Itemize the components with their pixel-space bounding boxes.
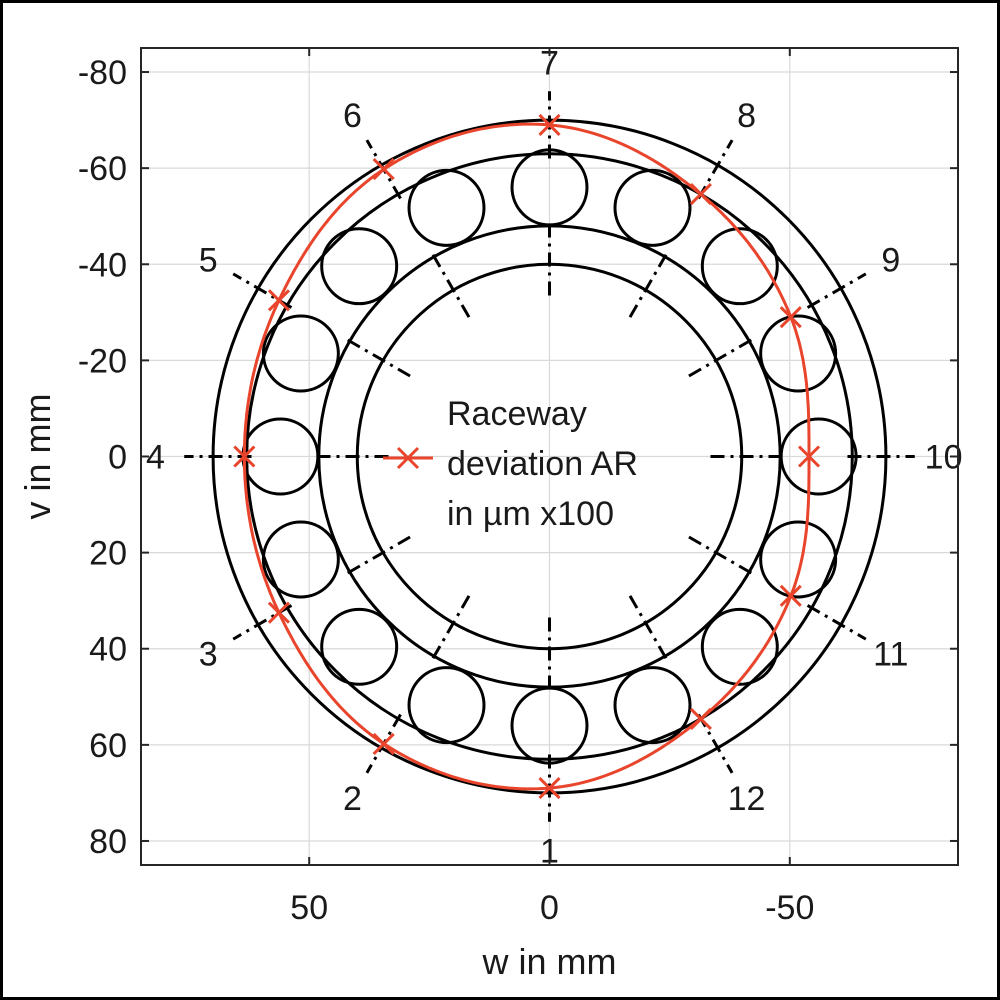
marker-stroke: [372, 732, 395, 755]
position-line: [628, 595, 669, 662]
position-label-2: 2: [343, 780, 362, 818]
roller: [700, 227, 779, 306]
y-tick-label: -60: [78, 150, 127, 188]
x-axis-label: w in mm: [482, 941, 617, 982]
roller: [261, 314, 340, 393]
x-tick-label: 50: [290, 889, 328, 927]
data-point-6: [372, 158, 395, 181]
marker-stroke: [538, 777, 561, 800]
position-label-9: 9: [881, 241, 900, 279]
y-tick-label: -80: [78, 54, 127, 92]
y-tick-label: 80: [89, 823, 127, 861]
y-tick-label: 0: [108, 439, 127, 477]
position-label-4: 4: [146, 439, 165, 477]
roller: [320, 227, 399, 306]
roller: [320, 607, 399, 686]
marker-stroke: [779, 306, 802, 329]
data-point-12: [689, 707, 712, 730]
roller: [407, 666, 486, 745]
roller: [407, 168, 486, 247]
x-tick-label: -50: [765, 889, 814, 927]
data-point-9: [779, 306, 802, 329]
marker-stroke: [689, 183, 712, 206]
y-tick-label: 60: [89, 727, 127, 765]
position-line: [688, 535, 755, 576]
legend-marker: [396, 446, 420, 470]
position-line: [430, 595, 471, 662]
position-label-12: 12: [728, 780, 766, 818]
y-tick-label: 20: [89, 535, 127, 573]
position-line: [806, 272, 867, 309]
y-tick-label: -40: [78, 246, 127, 284]
data-point-3: [267, 601, 290, 624]
roller: [613, 666, 692, 745]
data-point-8: [689, 183, 712, 206]
marker-stroke: [797, 445, 821, 468]
legend: Raceway deviation AR in µm x100: [383, 395, 638, 533]
roller: [759, 520, 838, 599]
position-line: [430, 251, 471, 318]
axes: 50 0 -50 -80 -60 -40 -20 0 20 40 60 80 w in mm v in m…: [17, 47, 959, 982]
marker-stroke: [267, 289, 290, 312]
position-label-5: 5: [199, 241, 218, 279]
data-point-10: [797, 445, 821, 468]
marker-stroke: [689, 707, 712, 730]
position-label-11: 11: [873, 636, 908, 674]
series-layer: [233, 113, 821, 800]
grid: [141, 48, 958, 865]
bearing-drawing: [184, 91, 915, 822]
position-label-6: 6: [343, 97, 362, 135]
roller: [700, 607, 779, 686]
marker-stroke: [538, 113, 561, 136]
x-tick-label: 0: [540, 889, 559, 927]
marker-stroke: [779, 584, 802, 607]
marker-stroke: [267, 601, 290, 624]
position-line: [688, 337, 755, 378]
roller: [759, 314, 838, 393]
position-label-8: 8: [737, 97, 756, 135]
position-line: [697, 139, 734, 200]
position-label-7: 7: [540, 44, 559, 82]
data-point-11: [779, 584, 802, 607]
position-line: [697, 713, 734, 774]
data-point-5: [267, 289, 290, 312]
data-point-7: [538, 113, 561, 136]
position-line: [806, 604, 867, 641]
legend-entry-line: deviation AR: [447, 445, 638, 483]
marker-stroke: [233, 445, 256, 468]
data-point-2: [372, 732, 395, 755]
marker-stroke: [372, 158, 395, 181]
y-tick-label: -20: [78, 342, 127, 380]
roller: [613, 168, 692, 247]
data-point-1: [538, 777, 561, 800]
legend-entry-line: Raceway: [447, 395, 587, 433]
data-point-4: [233, 445, 256, 468]
position-label-3: 3: [199, 636, 218, 674]
position-line: [344, 337, 411, 378]
position-label-1: 1: [540, 833, 559, 871]
y-tick-label: 40: [89, 631, 127, 669]
position-line: [628, 251, 669, 318]
position-line: [344, 535, 411, 576]
y-axis-label: v in mm: [17, 394, 58, 520]
legend-entry-line: in µm x100: [447, 495, 614, 533]
roller: [261, 520, 340, 599]
